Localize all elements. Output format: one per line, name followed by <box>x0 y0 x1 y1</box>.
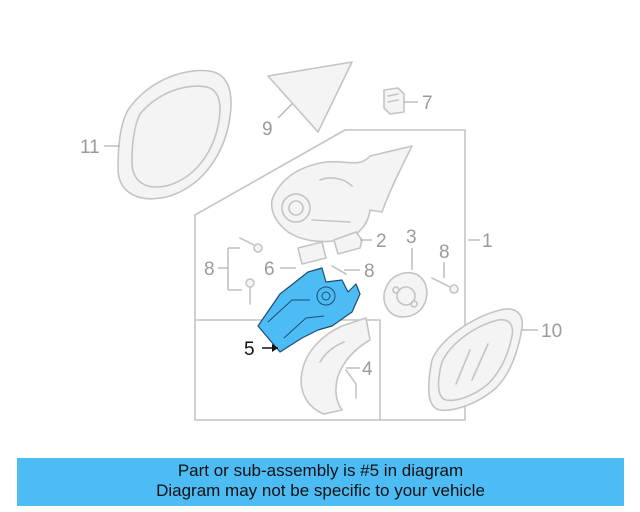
part-8-screw-upper <box>239 237 263 253</box>
callout-10: 10 <box>541 321 562 342</box>
assembly-bracket-outline-left <box>194 129 381 421</box>
callout-7: 7 <box>422 93 433 114</box>
part-8-screw-lower <box>245 278 255 305</box>
callout-1: 1 <box>482 231 493 252</box>
assembly-bracket-outline <box>194 129 466 421</box>
info-banner: Part or sub-assembly is #5 in diagram Di… <box>17 458 624 506</box>
leader-lines <box>104 101 538 369</box>
callout-5: 5 <box>244 339 255 360</box>
banner-line-disclaimer: Diagram may not be specific to your vehi… <box>156 481 485 500</box>
banner-line-part-number: Part or sub-assembly is #5 in diagram <box>177 461 464 480</box>
part-7-clip <box>383 87 405 115</box>
callout-labels: 11 9 7 1 2 3 8 6 8 8 4 10 5 <box>80 93 562 380</box>
part-8-screw-right <box>431 277 459 294</box>
leader-5-arrow <box>272 344 278 352</box>
callout-8-left: 8 <box>204 259 215 280</box>
part-4-lower-cover <box>300 317 371 415</box>
part-3-motor <box>383 272 428 318</box>
callout-2: 2 <box>376 231 387 252</box>
part-1-mirror-base <box>270 145 413 265</box>
part-8-screw-middle <box>331 265 347 275</box>
callout-8-right: 8 <box>439 242 450 263</box>
callout-8-middle: 8 <box>364 261 375 282</box>
part-10-mirror-glass <box>427 308 524 412</box>
part-5-highlighted-housing <box>257 267 361 353</box>
part-9-triangle-garnish <box>267 61 353 133</box>
callout-9: 9 <box>262 119 273 140</box>
callout-3: 3 <box>406 227 417 248</box>
part-11-mirror-cover <box>117 69 232 200</box>
callout-11: 11 <box>80 137 100 158</box>
part-2-bracket <box>333 231 363 255</box>
exploded-parts-diagram: 11 9 7 1 2 3 8 6 8 8 4 10 5 <box>80 61 562 421</box>
callout-4: 4 <box>362 359 373 380</box>
callout-6: 6 <box>264 259 275 280</box>
